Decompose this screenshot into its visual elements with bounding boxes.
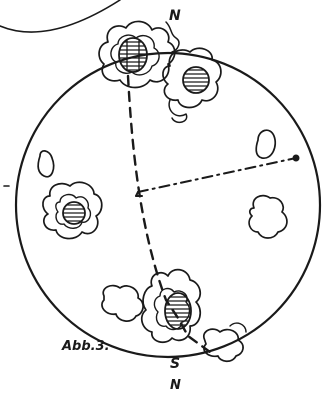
cloud-outline-right: [249, 196, 287, 238]
dashdot-radius: [138, 158, 296, 192]
cloud-outline-rim-lower-right: [204, 329, 243, 361]
cloud-outline-lower-left: [102, 286, 143, 322]
top-pole-squiggle: [166, 22, 179, 52]
pole-label-south: S: [170, 356, 180, 372]
adjacent-figure-arc: [0, 0, 120, 32]
hatched-nucleus-upper-right: [180, 67, 212, 93]
cloud-lobe-upper-right: [169, 100, 187, 122]
hatched-nucleus-left: [60, 202, 88, 224]
small-loop-left: [38, 151, 53, 177]
cloud-outline-bottom: [142, 270, 201, 343]
cloud-outline-left: [43, 182, 102, 238]
pole-label-north-bottom: N: [170, 378, 181, 393]
pole-point: [293, 155, 300, 162]
figure-caption: Abb.3.: [61, 339, 110, 354]
dashed-great-circle: [128, 76, 210, 352]
small-loop-right: [256, 130, 275, 158]
pole-label-north-top: N: [169, 8, 181, 24]
